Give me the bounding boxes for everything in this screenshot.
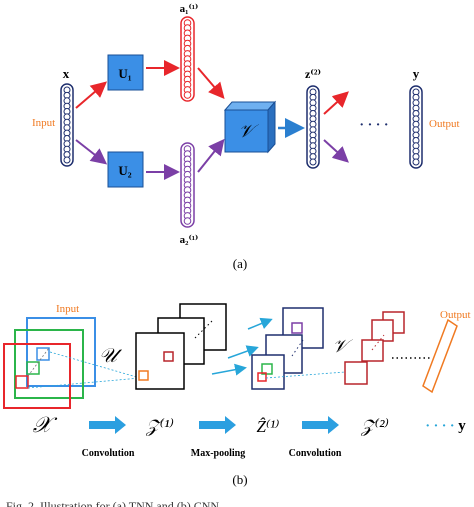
output-bar [422,318,458,394]
x-label: x [63,66,70,81]
block-arrow-conv2 [302,416,339,434]
input-vector-x-units [63,86,71,164]
figure-caption: Fig. 2. Illustration for (a) TNN and (b)… [6,499,222,507]
z2-label: z⁽²⁾ [305,67,321,81]
input-patch-green [26,361,40,375]
pool-arrow-top [247,317,273,330]
a2-vector-units [183,145,192,225]
arrow-z2-up [323,91,349,115]
u2-box [107,151,144,188]
a2-label: a₂⁽¹⁾ [180,234,199,246]
vector-unit [183,217,192,225]
input-frame-red [3,343,71,409]
z2-vector-units [309,88,317,166]
seq-y: y [458,418,466,434]
zhat-patch-red [257,372,267,382]
arrow-a2-to-v [197,138,225,173]
arrow-x-to-u2 [75,139,108,165]
a1-label: a₁⁽¹⁾ [180,3,199,15]
op-conv2: Convolution [289,448,342,459]
zhat-patch-purple [291,322,303,334]
panel-b: Input 𝒰 𝒱 [3,303,471,487]
block-arrow-conv1 [89,416,126,434]
pool-arrow-mid [227,345,259,359]
u-patch-red [163,351,174,362]
zhat-proj [265,371,346,379]
zhat-patch-green [261,363,273,375]
seq-z2: 𝒵⁽²⁾ [360,416,389,436]
output-vector-y-units [412,88,420,166]
seq-x: 𝒳 [33,412,58,437]
a1-vector-units [183,19,192,99]
u1-label: U₁ [118,66,131,81]
caption-a: (a) [233,256,247,271]
seq-z1: 𝒵⁽¹⁾ [145,416,174,436]
y-label-a: y [413,66,420,81]
u2-label: U₂ [118,163,131,178]
panel-a: x Input U₁ U₂ a₁⁽¹⁾ a₂⁽¹⁾ 𝒱 [32,3,460,271]
pool-arrow-bot [211,363,247,376]
v-cube [223,100,277,154]
input-frame-blue [26,317,96,387]
v-label-b: 𝒱 [333,336,354,356]
zhat-dots [291,339,304,357]
proj-line-2 [27,377,141,389]
input-frame-green [14,329,84,399]
vector-unit [183,91,192,99]
input-patch-red [15,375,29,389]
vector-unit [63,156,71,164]
z2-map-2 [371,319,394,342]
output-label-b: Output [440,309,471,321]
input-label-a: Input [32,117,55,129]
ellipsis-a: · · · · [359,118,388,133]
input-patch-link [27,347,50,377]
output-label-a: Output [429,118,460,130]
op-pool: Max-pooling [191,448,245,459]
vector-unit [309,158,317,166]
seq-z1hat: Ẑ⁽¹⁾ [257,417,280,436]
block-arrow-pool [199,416,236,434]
caption-b: (b) [232,472,247,487]
seq-dots: · · · · [425,419,454,434]
arrow-z2-down [323,139,349,163]
vector-unit [412,158,420,166]
u-label: 𝒰 [99,345,123,367]
z2-map-3 [361,339,384,362]
u1-box [107,54,144,91]
z2-map-4 [344,361,368,385]
op-conv1: Convolution [82,448,135,459]
input-patch-blue [36,347,50,361]
input-label-b: Input [56,303,79,315]
z2-map-dots [371,334,385,351]
arrow-a1-to-v [197,67,225,100]
arrow-x-to-u1 [75,81,108,109]
zhat-map-front [251,354,285,390]
u-patch-orange [138,370,149,381]
